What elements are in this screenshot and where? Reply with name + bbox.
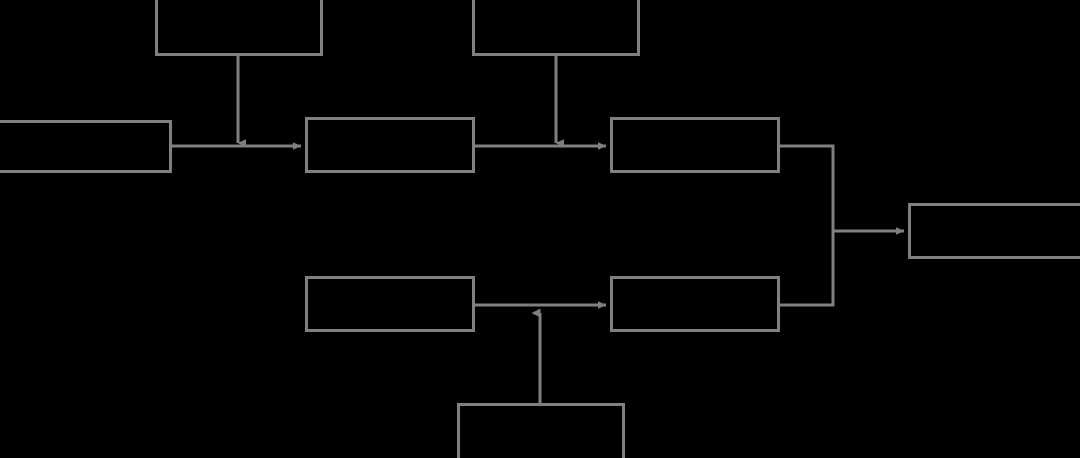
node-bottom[interactable] (457, 403, 625, 458)
node-stage-2[interactable] (610, 117, 780, 173)
connector-branchstage-to-merge (780, 231, 835, 307)
node-branch-stage[interactable] (610, 276, 780, 332)
node-branch-input[interactable] (305, 276, 475, 332)
node-top-right[interactable] (472, 0, 640, 56)
node-output[interactable] (908, 203, 1080, 259)
connector-stage2-to-merge (780, 144, 835, 231)
node-input-left[interactable] (0, 120, 172, 173)
node-stage-1[interactable] (305, 117, 475, 173)
node-top-left[interactable] (155, 0, 323, 56)
